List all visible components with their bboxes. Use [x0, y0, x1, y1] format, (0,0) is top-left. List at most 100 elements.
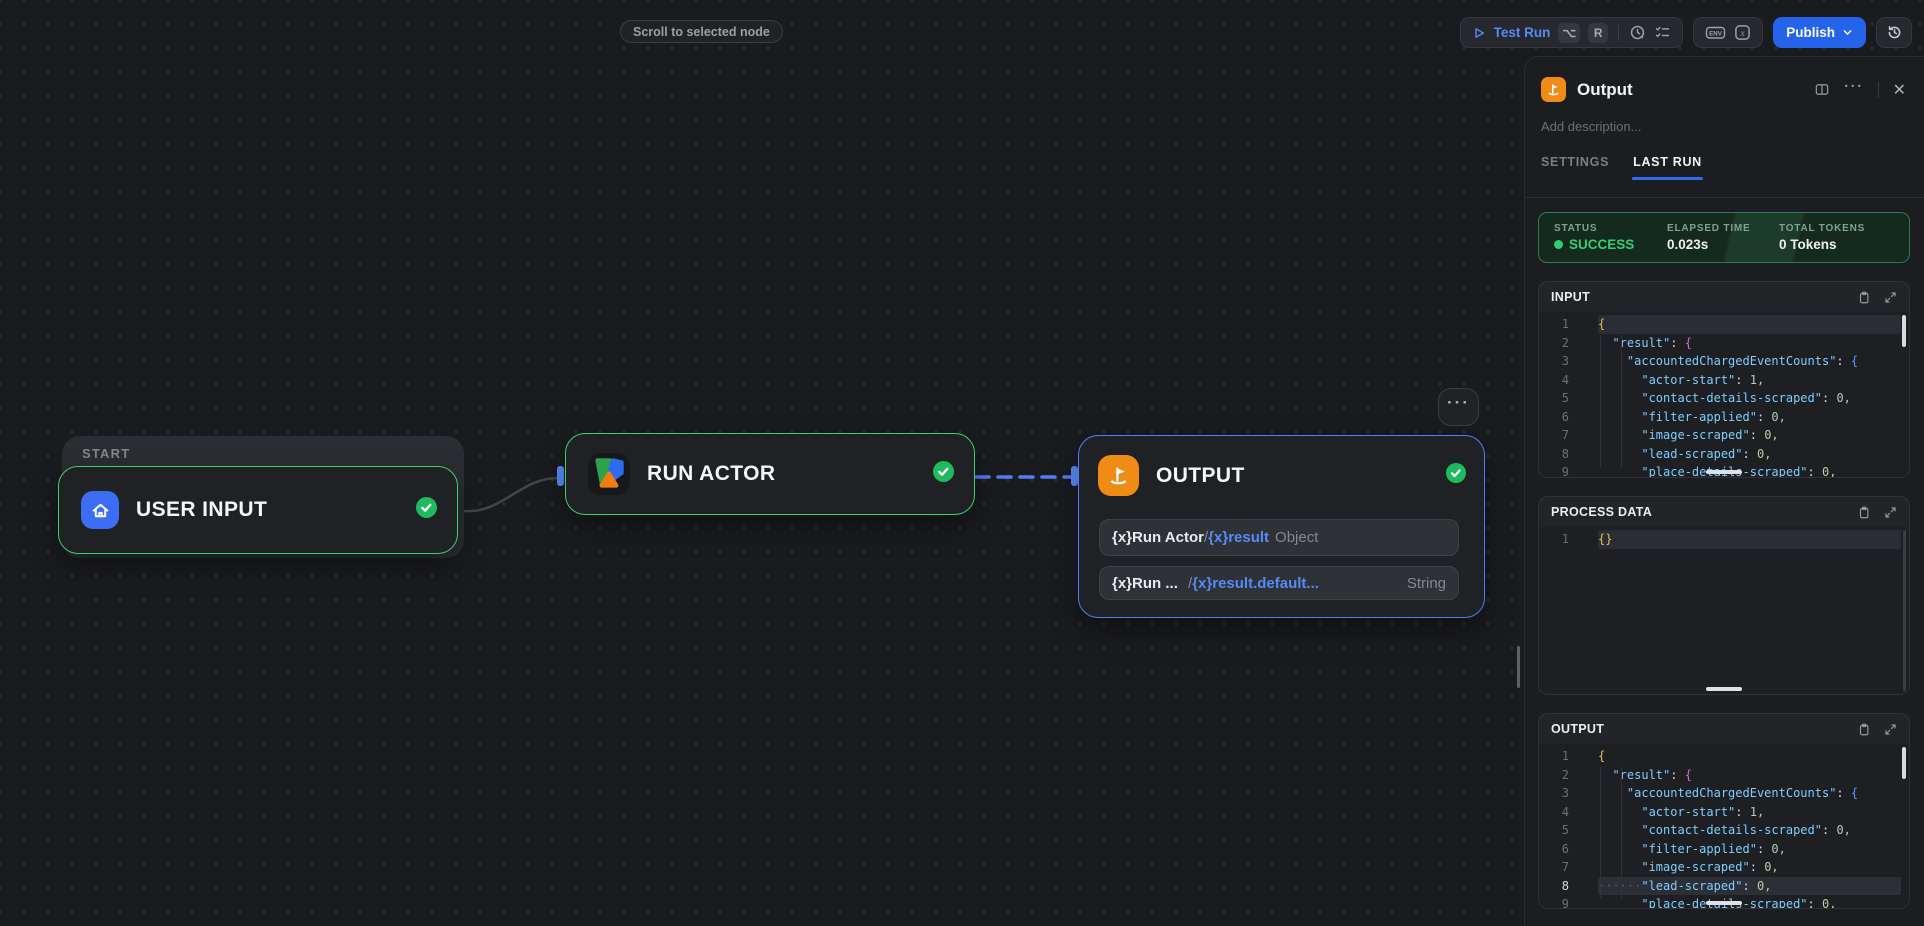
variable-x-icon[interactable]: x [1734, 24, 1751, 41]
node-user-input[interactable]: USER INPUT [58, 466, 458, 554]
canvas-scrollbar[interactable] [1517, 646, 1520, 688]
home-icon [81, 491, 119, 529]
code-card-title: PROCESS DATA [1551, 505, 1653, 519]
edge-userinput-runactor[interactable] [462, 476, 560, 513]
elapsed-column: ELAPSED TIME 0.023s [1667, 223, 1779, 252]
expand-icon[interactable] [1884, 506, 1897, 519]
code-line: 6 "filter-applied": 0, [1539, 840, 1909, 859]
panel-more-icon[interactable]: ··· [1844, 77, 1864, 95]
code-card-title: OUTPUT [1551, 722, 1605, 736]
code-line: 2 "result": { [1539, 334, 1909, 353]
code-editor[interactable]: 1{2 "result": {3 "accountedChargedEventC… [1539, 744, 1909, 908]
resize-handle[interactable] [1706, 687, 1742, 691]
success-check-icon [416, 497, 437, 523]
line-number: 2 [1561, 335, 1569, 350]
node-more-options-button[interactable]: ··· [1438, 388, 1479, 426]
description-input[interactable]: Add description... [1541, 119, 1642, 134]
code-card-input: INPUT 1{2 "result": {3 "accountedChargedE… [1538, 281, 1910, 478]
tokens-value: 0 Tokens [1779, 237, 1837, 252]
resize-handle[interactable] [1706, 901, 1742, 905]
env-vars-icon[interactable]: ENV [1705, 24, 1726, 41]
test-run-group: Test Run ⌥ R [1459, 17, 1684, 48]
publish-label: Publish [1786, 25, 1835, 40]
code-line: 7 "image-scraped": 0, [1539, 858, 1909, 877]
port-output-in[interactable] [1071, 466, 1078, 486]
code-line: 5 "contact-details-scraped": 0, [1539, 389, 1909, 408]
code-line: 3 "accountedChargedEventCounts": { [1539, 784, 1909, 803]
svg-text:ENV: ENV [1709, 30, 1723, 37]
port-run-actor-in[interactable] [557, 466, 564, 486]
scrollbar-thumb[interactable] [1902, 315, 1906, 347]
history-button[interactable] [1876, 17, 1912, 48]
code-line: 4 "actor-start": 1, [1539, 371, 1909, 390]
node-run-actor[interactable]: RUN ACTOR [565, 433, 975, 515]
chip-token: {x} [1112, 574, 1133, 592]
line-number: 5 [1561, 823, 1569, 837]
line-number: 5 [1561, 391, 1569, 405]
scrollbar-thumb[interactable] [1902, 747, 1906, 779]
tab-settings[interactable]: SETTINGS [1541, 155, 1610, 169]
start-group-label: START [82, 446, 131, 461]
copy-icon[interactable] [1857, 505, 1871, 520]
variables-group: ENV x [1693, 17, 1764, 48]
tokens-label: TOTAL TOKENS [1779, 223, 1866, 234]
code-card-header: PROCESS DATA [1539, 497, 1909, 527]
scroll-to-node-tooltip[interactable]: Scroll to selected node [620, 20, 783, 43]
line-number: 7 [1561, 860, 1569, 874]
chip-token: String [1406, 574, 1446, 592]
line-number: 7 [1561, 428, 1569, 442]
close-icon[interactable]: ✕ [1892, 81, 1906, 99]
code-card-title: INPUT [1551, 290, 1590, 304]
line-number: 3 [1561, 354, 1569, 368]
code-line: 1{ [1539, 747, 1909, 766]
code-line: 1{} [1539, 530, 1909, 549]
test-run-button[interactable]: Test Run [1493, 25, 1551, 40]
node-title: USER INPUT [136, 498, 268, 521]
resize-handle[interactable] [1706, 470, 1742, 474]
chip-token: / [1183, 574, 1193, 592]
code-line: 7 "image-scraped": 0, [1539, 426, 1909, 445]
chip-token: Run Actor [1132, 529, 1204, 546]
apify-actor-icon [588, 453, 630, 495]
output-mapping-chip-2[interactable]: {x}Run ... /{x}result.default...String [1099, 566, 1459, 600]
scrollbar-thumb[interactable] [1903, 530, 1906, 691]
elapsed-label: ELAPSED TIME [1667, 223, 1751, 234]
copy-icon[interactable] [1857, 290, 1871, 305]
success-check-icon [933, 461, 954, 487]
publish-button[interactable]: Publish [1773, 17, 1866, 48]
line-number: 9 [1561, 897, 1569, 908]
chip-token: {x} [1112, 529, 1133, 546]
code-line: 6 "filter-applied": 0, [1539, 408, 1909, 427]
split-view-icon[interactable] [1814, 82, 1830, 97]
line-number: 8 [1561, 446, 1569, 461]
code-editor[interactable]: 1{} [1539, 527, 1909, 694]
copy-icon[interactable] [1857, 722, 1871, 737]
panel-header: Output ··· ✕ [1525, 57, 1924, 102]
line-number: 6 [1561, 409, 1569, 424]
chip-token: / [1203, 529, 1209, 546]
code-line: 8······"lead-scraped": 0, [1539, 876, 1909, 895]
shortcut-option-key: ⌥ [1558, 22, 1581, 43]
expand-icon[interactable] [1884, 291, 1897, 304]
chip-token: {x} [1208, 529, 1229, 546]
line-number: 1 [1561, 532, 1569, 546]
line-number: 6 [1561, 841, 1569, 856]
node-title: RUN ACTOR [647, 462, 776, 485]
play-icon[interactable] [1472, 26, 1486, 40]
chip-token: Run ... [1132, 574, 1178, 592]
line-number: 9 [1561, 465, 1569, 477]
tab-last-run[interactable]: LAST RUN [1632, 155, 1703, 180]
run-timer-icon[interactable] [1629, 24, 1646, 41]
svg-text:x: x [1740, 28, 1745, 38]
tokens-column: TOTAL TOKENS 0 Tokens [1779, 223, 1909, 252]
status-label: STATUS [1554, 223, 1598, 234]
expand-icon[interactable] [1884, 723, 1897, 736]
line-number: 4 [1561, 372, 1569, 387]
code-editor[interactable]: 1{2 "result": {3 "accountedChargedEventC… [1539, 312, 1909, 477]
run-checklist-icon[interactable] [1654, 24, 1671, 41]
